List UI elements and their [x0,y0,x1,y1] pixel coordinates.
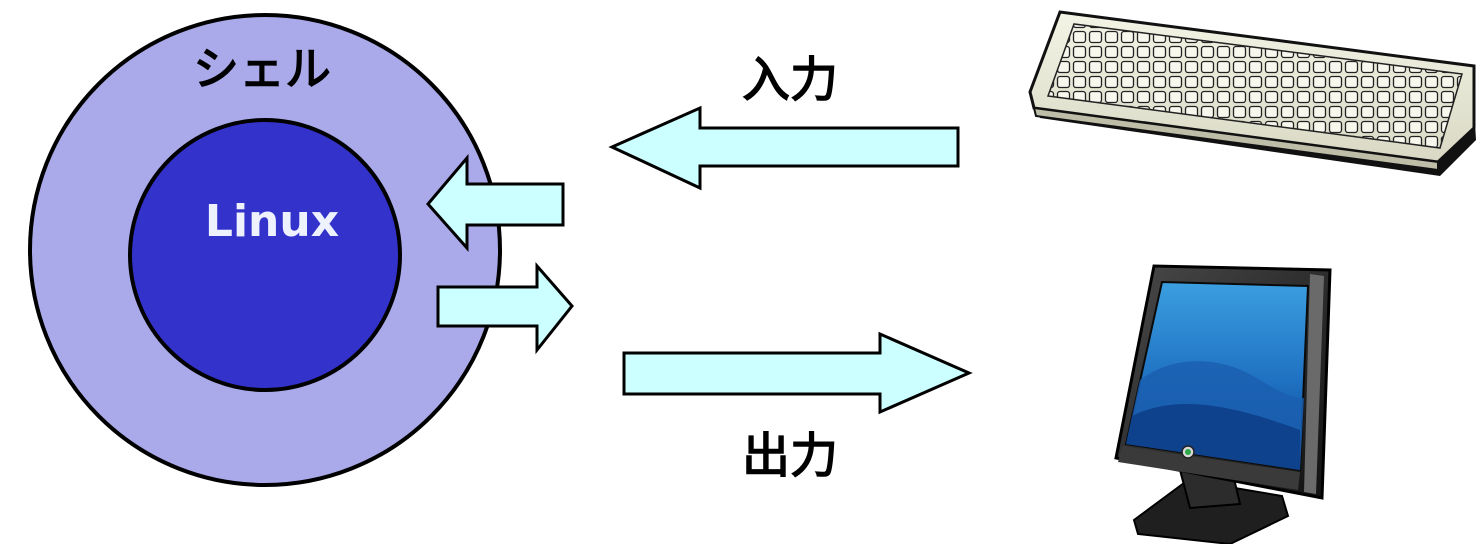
output-label: 出力 [742,428,838,484]
kernel-circle [128,118,402,392]
monitor-icon [1114,264,1332,544]
kernel-output-arrow [436,262,574,355]
input-label: 入力 [742,52,838,108]
kernel-label: Linux [205,196,339,247]
keyboard-icon [1028,10,1476,176]
kernel-input-arrow [426,153,565,252]
shell-label: シェル [193,42,331,96]
output-arrow [622,331,973,415]
input-arrow [608,105,960,191]
